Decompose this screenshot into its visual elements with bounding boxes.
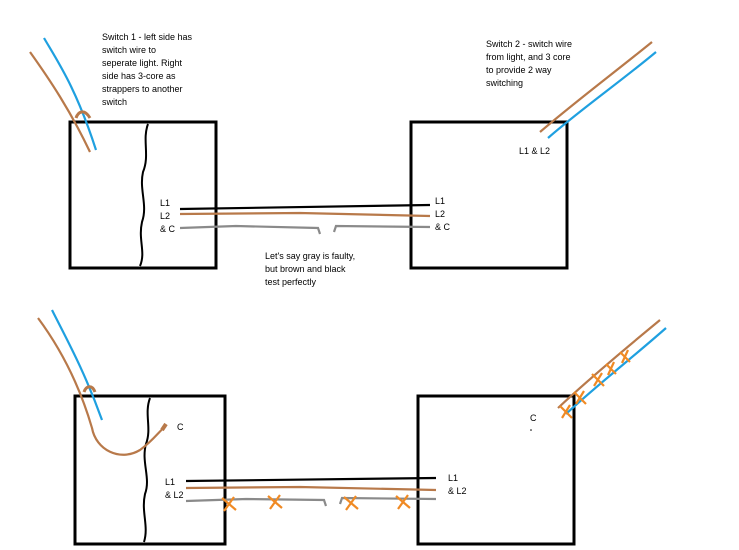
fault-marks-strapper <box>221 494 411 512</box>
switch2-terminal-l2-bottom: & L2 <box>448 486 467 496</box>
black-strapper-top <box>179 203 431 211</box>
brown-strapper-top <box>179 211 431 218</box>
switch1-divider-top <box>139 123 149 267</box>
switch1-box-bottom <box>73 394 227 546</box>
brown-wire-switch1-bottom <box>37 317 167 456</box>
switch2-terminal-c-top: & C <box>435 222 451 232</box>
switch2-c-label-bottom: C <box>530 413 537 423</box>
brown-wire-end-bottom <box>160 422 168 432</box>
blue-wire-switch1-bottom <box>51 309 104 421</box>
brown-wire-switch2-top <box>539 41 653 133</box>
switch1-terminal-l2-bottom: & L2 <box>165 490 184 500</box>
switch1-terminal-l1-top: L1 <box>160 198 170 208</box>
switch2-c-dot-bottom <box>530 429 532 431</box>
black-strapper-bottom <box>185 476 437 483</box>
switch2-terminal-label-top: L1 & L2 <box>519 146 550 156</box>
switch1-divider-bottom <box>142 397 151 543</box>
blue-wire-switch2-bottom <box>565 327 667 415</box>
gray-strapper-bottom-left <box>185 497 328 507</box>
brown-wire-loop-bottom <box>82 385 97 393</box>
brown-wire-loop-top <box>74 110 92 119</box>
note-switch1: Switch 1 - left side has switch wire to … <box>102 32 195 107</box>
switch2-terminal-l1-top: L1 <box>435 196 445 206</box>
fault-marks-incoming <box>559 349 631 419</box>
switch1-terminal-c-top: & C <box>160 224 176 234</box>
switch1-c-label-bottom: C <box>177 422 184 432</box>
switch1-terminal-l1-bottom: L1 <box>165 477 175 487</box>
brown-wire-switch2-bottom <box>557 319 661 409</box>
gray-strapper-top-right <box>332 224 431 233</box>
blue-wire-switch2-top <box>547 51 657 139</box>
switch1-terminal-l2-top: L2 <box>160 211 170 221</box>
blue-wire-switch1-top <box>43 37 98 151</box>
switch2-terminal-l2-top: L2 <box>435 209 445 219</box>
note-fault: Let's say gray is faulty, but brown and … <box>265 251 358 287</box>
switch1-box-top <box>68 120 218 270</box>
gray-strapper-top-left <box>179 224 322 235</box>
note-switch2: Switch 2 - switch wire from light, and 3… <box>486 39 575 88</box>
switch2-box-top <box>409 120 569 270</box>
switch2-terminal-l1-bottom: L1 <box>448 473 458 483</box>
switch2-box-bottom <box>416 394 576 546</box>
brown-strapper-bottom <box>185 485 437 492</box>
brown-wire-switch1-top <box>29 51 91 153</box>
